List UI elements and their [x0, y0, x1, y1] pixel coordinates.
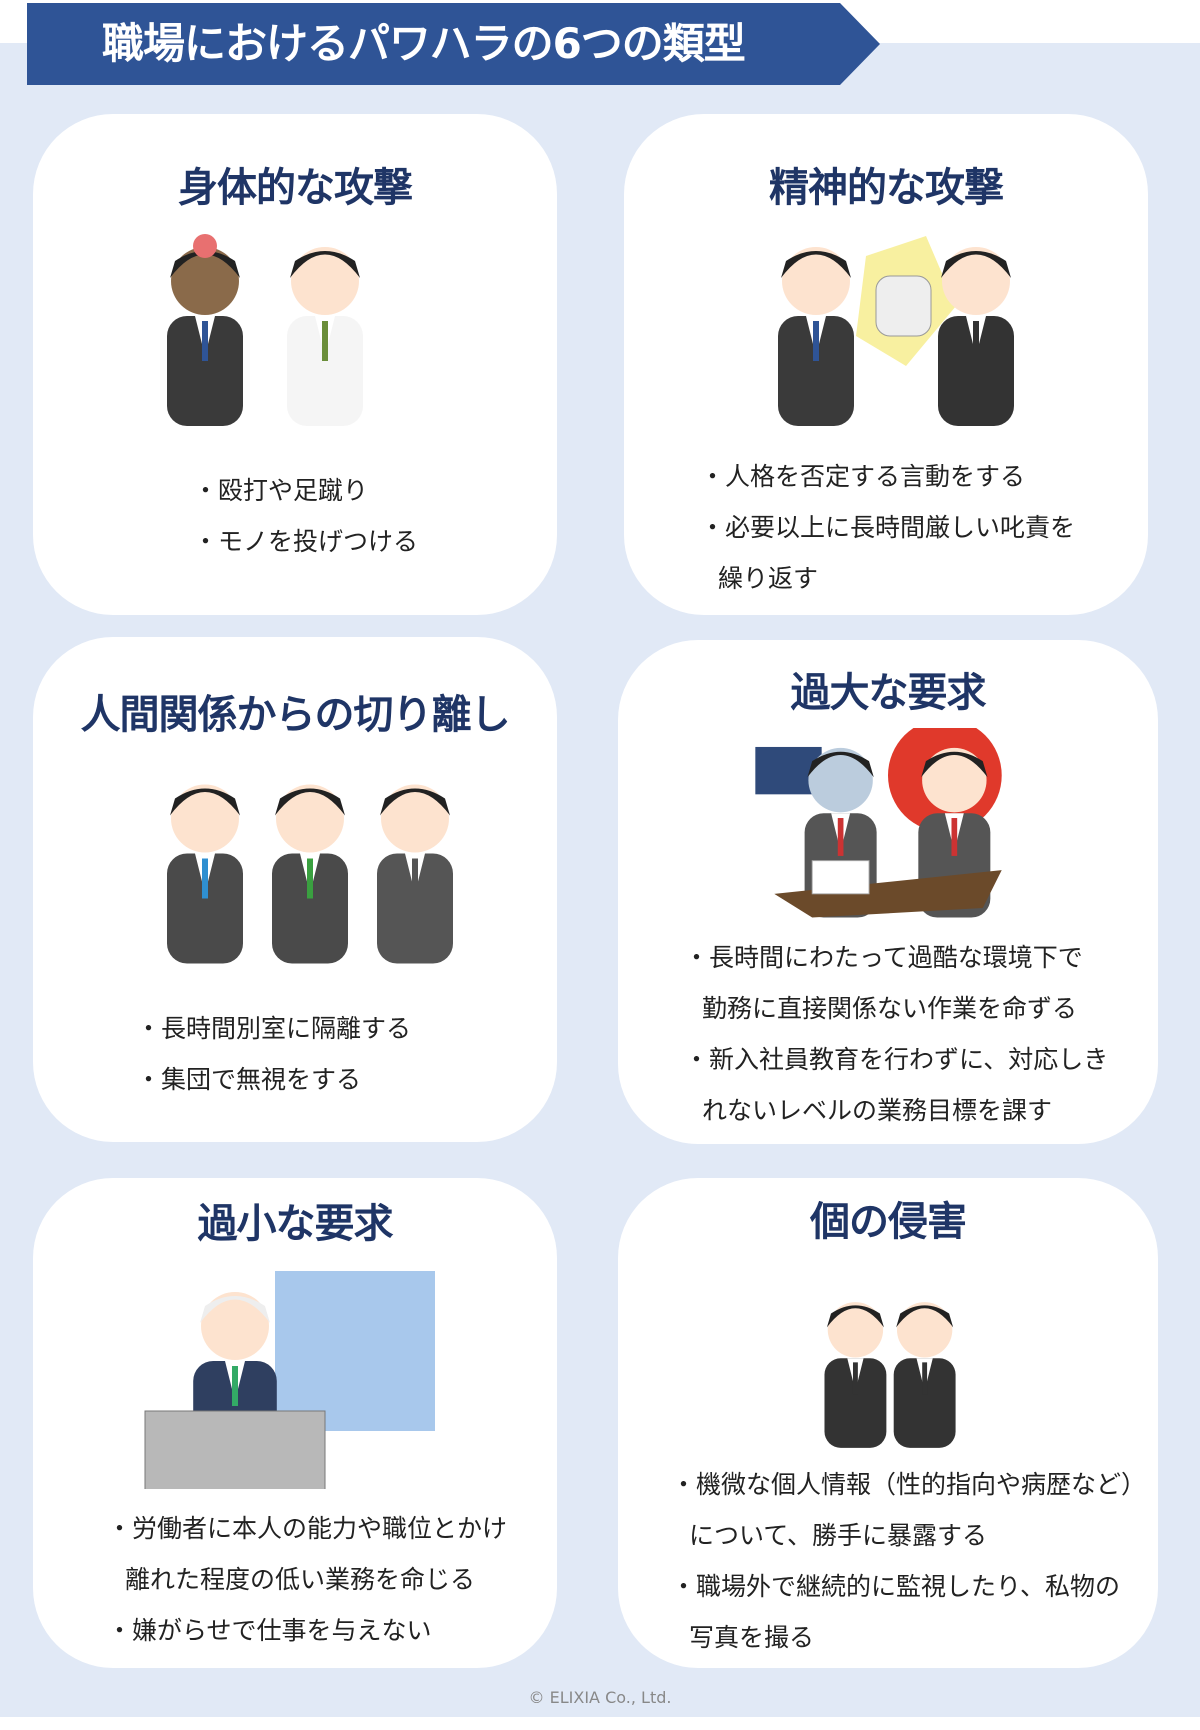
bullet-list: ・機微な個人情報（性的指向や病歴など） について、勝手に暴露する・職場外で継続的に… [671, 1459, 1146, 1663]
bullet-item-line: ・長時間にわたって過酷な環境下で [684, 943, 1083, 972]
category-card: 身体的な攻撃 ・殴打や足蹴り・モノを投げつける [33, 114, 557, 615]
card-title: 個の侵害 [810, 1199, 967, 1245]
page-title: 職場におけるパワハラの6つの類型 [102, 19, 746, 68]
bullet-list: ・労働者に本人の能力や職位とかけ離れた程度の低い業務を命じる・嫌がらせで仕事を与… [107, 1503, 507, 1656]
card-title: 人間関係からの切り離し [80, 692, 511, 738]
coworkers-ignoring-employee-illustration [33, 755, 557, 982]
card-title: 過大な要求 [790, 670, 987, 716]
card-title: 過小な要求 [197, 1201, 394, 1247]
bullet-item-line: ・職場外で継続的に監視したり、私物の [671, 1572, 1121, 1601]
bullet-item-line: ・機微な個人情報（性的指向や病歴など） [671, 1470, 1147, 1499]
boss-hitting-employee-illustration [33, 226, 557, 436]
category-card: 過大な要求 ・長時間にわたって過酷な環境下で勤務に直接関係ない作業を命ずる・新入… [618, 640, 1158, 1144]
bullet-item-line: 写真を撮る [689, 1623, 815, 1652]
category-card: 精神的な攻撃 ・人格を否定する言動をする・必要以上に長時間厳しい叱責を繰り返す [624, 114, 1148, 615]
bullet-list: ・長時間別室に隔離する・集団で無視をする [136, 1003, 411, 1105]
bullet-item-line: ・モノを投げつける [193, 527, 419, 556]
banner-arrow-shape [27, 3, 880, 85]
coworker-gossiping-illustration [618, 1285, 1158, 1456]
bullet-list: ・人格を否定する言動をする・必要以上に長時間厳しい叱責を繰り返す [700, 451, 1075, 604]
bullet-item-line: ・人格を否定する言動をする [700, 462, 1026, 491]
bullet-item-line: ・嫌がらせで仕事を与えない [107, 1616, 432, 1645]
bullet-item-line: ・労働者に本人の能力や職位とかけ [107, 1514, 508, 1543]
category-card: 過小な要求 ・労働者に本人の能力や職位とかけ離れた程度の低い業務を命じる・嫌がら… [33, 1178, 557, 1668]
bullet-item-line: について、勝手に暴露する [689, 1521, 988, 1550]
bullet-item-line: ・長時間別室に隔離する [136, 1014, 412, 1043]
bullet-item-line: 勤務に直接関係ない作業を命ずる [702, 994, 1078, 1023]
bullet-item-line: 繰り返す [718, 564, 819, 593]
bullet-item-line: れないレベルの業務目標を課す [702, 1096, 1053, 1125]
boss-yelling-at-employee-illustration [624, 226, 1148, 436]
title-banner: 職場におけるパワハラの6つの類型 [27, 3, 880, 85]
copyright: © ELIXIA Co., Ltd. [528, 1688, 672, 1707]
category-card: 人間関係からの切り離し ・長時間別室に隔離する・集団で無視をする [33, 637, 557, 1142]
idle-employee-at-desk-illustration [33, 1263, 557, 1489]
bullet-item-line: ・殴打や足蹴り [193, 476, 369, 505]
card-title: 精神的な攻撃 [769, 165, 1004, 211]
category-card: 個の侵害 ・機微な個人情報（性的指向や病歴など） について、勝手に暴露する・職場外… [618, 1178, 1158, 1668]
bullet-item-line: ・必要以上に長時間厳しい叱責を [700, 513, 1076, 542]
card-title: 身体的な攻撃 [178, 165, 413, 211]
bullet-item-line: 離れた程度の低い業務を命じる [125, 1565, 476, 1594]
bullet-item-line: ・新入社員教育を行わずに、対応しき [684, 1045, 1109, 1074]
bullet-list: ・殴打や足蹴り・モノを投げつける [193, 465, 418, 567]
overworked-employee-at-night-illustration [618, 728, 1158, 927]
bullet-item-line: ・集団で無視をする [136, 1065, 362, 1094]
bullet-list: ・長時間にわたって過酷な環境下で勤務に直接関係ない作業を命ずる・新入社員教育を行… [684, 932, 1108, 1136]
